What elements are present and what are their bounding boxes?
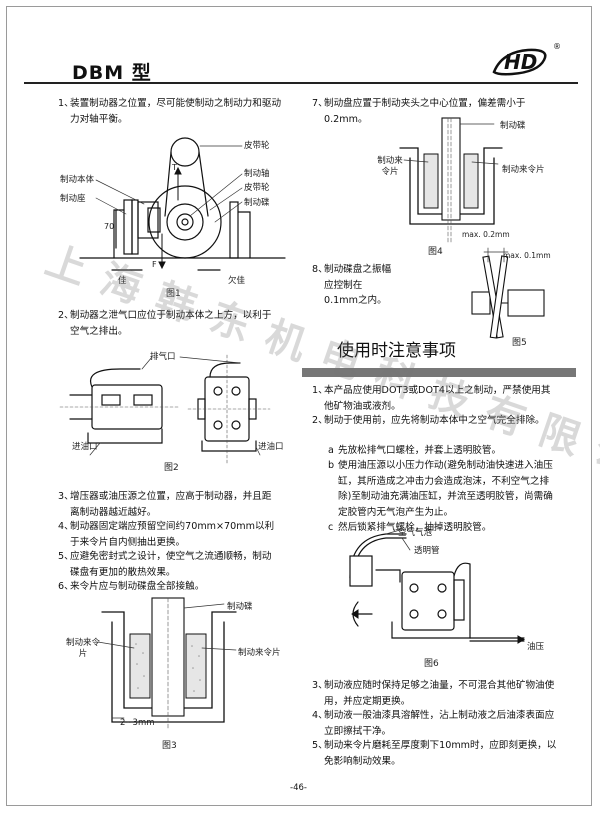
- fig1-label-belt-wheel-top: 皮带轮: [244, 141, 270, 151]
- usage-item-3: 3、制动液应随时保持足够之油量，不可混合其他矿物油使用，并应定期更换。: [312, 680, 555, 707]
- section-bar: [302, 368, 576, 377]
- fig4-label-max: max. 0.2mm: [462, 230, 510, 239]
- usage-item-4: 4、制动液一般油漆具溶解性，沾上制动液之后油漆表面应立即擦拭干净。: [312, 710, 555, 737]
- fig1-dim-70: 70: [104, 222, 115, 231]
- section-title: 使用时注意事项: [337, 341, 456, 361]
- fig1-arrow-f: F: [152, 260, 157, 269]
- usage-item-2: 2、制动于使用前，应先将制动本体中之空气完全排除。: [312, 415, 545, 426]
- left-item-2: 2、制动器之泄气口应位于制动本体之上方，以利于空气之排出。: [58, 310, 272, 337]
- fig5-caption: 图5: [512, 338, 527, 348]
- left-item-5: 5、应避免密封式之设计，使空气之流通顺畅，制动碟盘有更加的散热效果。: [58, 551, 272, 578]
- usage-item-5: 5、制动来令片磨耗至厚度剩下10mm时，应即刻更换，以免影响制动效果。: [312, 740, 557, 767]
- fig1-label-brake-body: 制动本体: [60, 175, 95, 185]
- fig6-label-bubble: 空气气泡: [398, 528, 433, 538]
- fig1-arrow-t: T: [172, 163, 177, 172]
- fig1-label-brake-shaft: 制动轴: [244, 169, 270, 179]
- fig1-label-belt-wheel-mid: 皮带轮: [244, 183, 270, 193]
- figure-5-disc-runout: [471, 247, 545, 339]
- fig2-caption: 图2: [164, 463, 179, 473]
- fig3-caption: 图3: [162, 741, 177, 751]
- left-item-1: 1、装置制动器之位置，尽可能使制动之制动力和驱动力对轴平衡。: [58, 98, 282, 125]
- model-title: DBM 型: [72, 62, 152, 84]
- page-frame: [6, 6, 592, 806]
- hd-logo-icon: HD: [492, 48, 547, 76]
- fig1-label-bad: 欠佳: [228, 276, 246, 286]
- left-item-3: 3、增压器或油压源之位置，应高于制动器，并且距离制动器越近越好。: [58, 491, 272, 518]
- figure-2-vent-position: [59, 354, 271, 464]
- figure-6-bleeding-setup: [349, 529, 525, 644]
- usage-item-1: 1、本产品应使用DOT3或DOT4以上之制动，严禁使用其他矿物油或液剂。: [312, 385, 551, 412]
- fig3-label-gap: 2~3mm: [120, 718, 155, 728]
- fig2-label-inlet-left: 进油口: [72, 442, 98, 452]
- fig6-label-oil: 油压: [527, 642, 545, 652]
- page-number: -46-: [290, 783, 307, 793]
- fig1-label-brake-seat: 制动座: [60, 194, 86, 204]
- fig4-caption: 图4: [428, 247, 443, 257]
- fig4-label-disc: 制动碟: [500, 121, 526, 131]
- left-item-4: 4、制动器固定端应预留空间约70mm×70mm以利于来令片自内侧抽出更换。: [58, 521, 275, 548]
- fig1-label-good: 佳: [118, 276, 127, 286]
- logo-text: HD: [504, 50, 537, 74]
- figure-4-disc-centering: [399, 117, 503, 243]
- fig3-label-disc: 制动碟: [227, 602, 253, 612]
- fig2-label-vent: 排气口: [150, 352, 176, 362]
- right-item-8: 8、制动碟盘之振幅应控制在0.1mm之内。: [312, 264, 392, 306]
- fig6-caption: 图6: [424, 659, 439, 669]
- fig4-label-pad-left: 制动来令片: [377, 156, 403, 177]
- fig1-caption: 图1: [166, 289, 181, 299]
- fig1-label-brake-disc: 制动碟: [244, 198, 270, 208]
- fig3-label-pad-left: 制动来令片: [65, 638, 100, 659]
- figure-1-belt-drive: [79, 137, 286, 271]
- fig3-label-pad-right: 制动来令片: [238, 648, 281, 658]
- fig2-label-inlet-right: 进油口: [258, 442, 284, 452]
- fig5-label-max: max. 0.1mm: [503, 251, 551, 260]
- registered-mark: ®: [553, 42, 561, 51]
- fig4-label-pad-right: 制动来令片: [502, 165, 545, 175]
- header-rule: [24, 82, 578, 84]
- fig6-label-tube: 透明管: [414, 546, 440, 556]
- left-item-6: 6、来令片应与制动碟盘全部接触。: [58, 581, 205, 592]
- right-item-7: 7、制动盘应置于制动夹头之中心位置，偏差需小于0.2mm。: [312, 98, 526, 125]
- figure-3-pad-contact: [97, 597, 237, 729]
